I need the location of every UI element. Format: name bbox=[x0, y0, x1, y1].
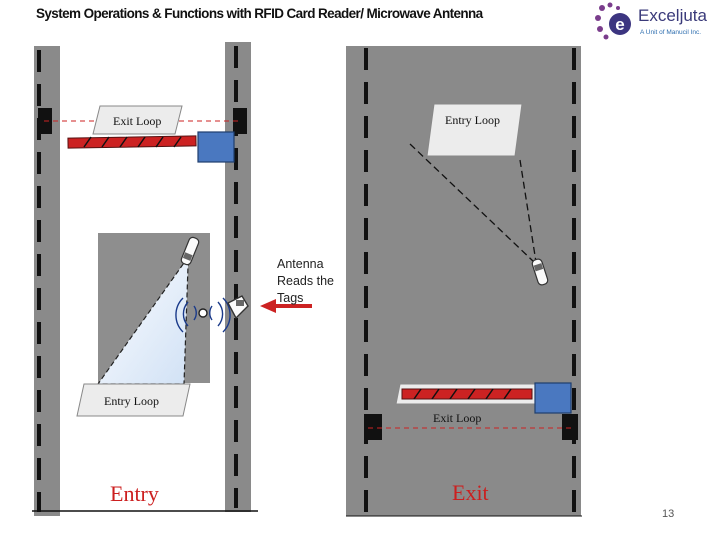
right-lane bbox=[346, 46, 582, 517]
rfid-reader-icon bbox=[227, 295, 249, 320]
antenna-note: Antenna Reads the Tags bbox=[277, 257, 334, 305]
right-loop-post-left bbox=[364, 414, 382, 440]
right-barrier-box bbox=[534, 382, 572, 414]
logo-tagline: A Unit of Manucil Inc. bbox=[640, 29, 702, 36]
left-exit-loop-label: Exit Loop bbox=[113, 114, 162, 128]
right-loop-post-right bbox=[562, 414, 578, 440]
logo-mark-icon: e bbox=[595, 2, 631, 40]
page-number: 13 bbox=[662, 508, 675, 520]
logo-letter: e bbox=[615, 15, 624, 34]
antenna-arrow bbox=[260, 299, 312, 313]
logo-name: Exceljuta bbox=[638, 6, 707, 25]
slide-title: System Operations & Functions with RFID … bbox=[36, 6, 483, 21]
exit-caption: Exit bbox=[452, 480, 489, 505]
left-loop-post-right bbox=[233, 108, 247, 134]
left-entry-loop-label: Entry Loop bbox=[104, 394, 159, 408]
rfid-signal-icon bbox=[175, 297, 231, 333]
right-entry-loop-label: Entry Loop bbox=[445, 113, 500, 127]
right-barrier-arm bbox=[401, 388, 533, 400]
right-entry-loop-pad bbox=[426, 103, 523, 157]
entry-caption: Entry bbox=[110, 481, 159, 506]
left-exit-loop-pad bbox=[92, 105, 183, 135]
company-logo: e Exceljuta A Unit of Manucil Inc. bbox=[594, 2, 714, 42]
right-car-icon bbox=[531, 258, 549, 286]
right-exit-loop-label: Exit Loop bbox=[433, 411, 482, 425]
left-lane bbox=[32, 42, 258, 516]
right-sensor-lines bbox=[409, 143, 537, 263]
antenna-car-icon bbox=[180, 236, 200, 266]
left-barrier-arm bbox=[67, 135, 197, 149]
left-entry-loop-pad bbox=[76, 383, 191, 417]
left-barrier-box bbox=[197, 131, 235, 163]
